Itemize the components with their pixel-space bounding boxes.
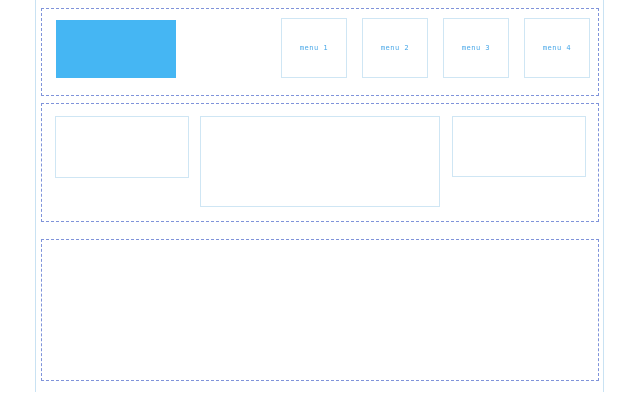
content-panel-left[interactable]: [55, 116, 189, 178]
menu-item-3[interactable]: menu 3: [443, 18, 509, 78]
header-section: menu 1 menu 2 menu 3 menu 4: [41, 8, 599, 96]
content-panel-right[interactable]: [452, 116, 586, 177]
menu-item-3-label: menu 3: [461, 44, 491, 52]
menu-item-2[interactable]: menu 2: [362, 18, 428, 78]
footer-section: [41, 239, 599, 381]
menu-item-4[interactable]: menu 4: [524, 18, 590, 78]
menu-item-2-label: menu 2: [380, 44, 410, 52]
menu-item-4-label: menu 4: [542, 44, 572, 52]
menu-item-1-label: menu 1: [299, 44, 329, 52]
content-section: [41, 103, 599, 222]
logo-placeholder[interactable]: [56, 20, 176, 78]
content-panel-center[interactable]: [200, 116, 440, 207]
main-menu-nav: menu 1 menu 2 menu 3 menu 4: [281, 18, 590, 78]
menu-item-1[interactable]: menu 1: [281, 18, 347, 78]
